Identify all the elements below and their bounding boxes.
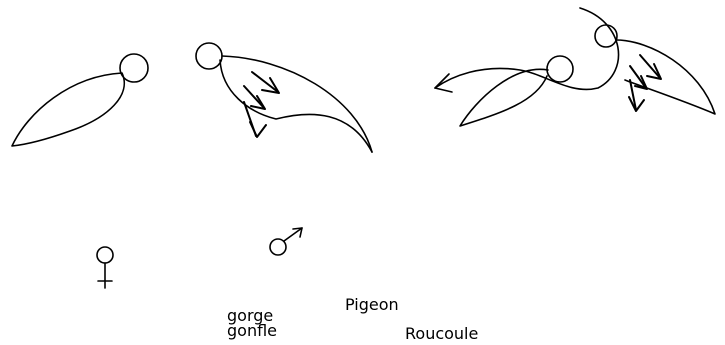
movement-arrows (244, 72, 279, 137)
arrow-2 (244, 86, 264, 108)
female-bird-body (12, 73, 124, 146)
female-symbol-icon (97, 247, 113, 288)
arrow-1 (252, 72, 278, 92)
label-pigeon: Pigeon (345, 296, 399, 314)
circling-path (435, 8, 619, 89)
courtship-female-head (547, 56, 573, 82)
courtship-female-body (460, 69, 548, 126)
male-bird-figure (196, 43, 372, 152)
female-bird-head (120, 54, 148, 82)
courtship-figure (435, 8, 715, 126)
female-bird-figure (12, 54, 148, 146)
courtship-arrow-3-head (629, 97, 644, 111)
male-symbol-icon (270, 228, 302, 255)
male-bird-head (196, 43, 222, 69)
label-roucoule: Roucoule (405, 325, 478, 343)
courtship-arrow-1 (640, 55, 660, 78)
label-gonfle: gonfle (227, 322, 277, 340)
